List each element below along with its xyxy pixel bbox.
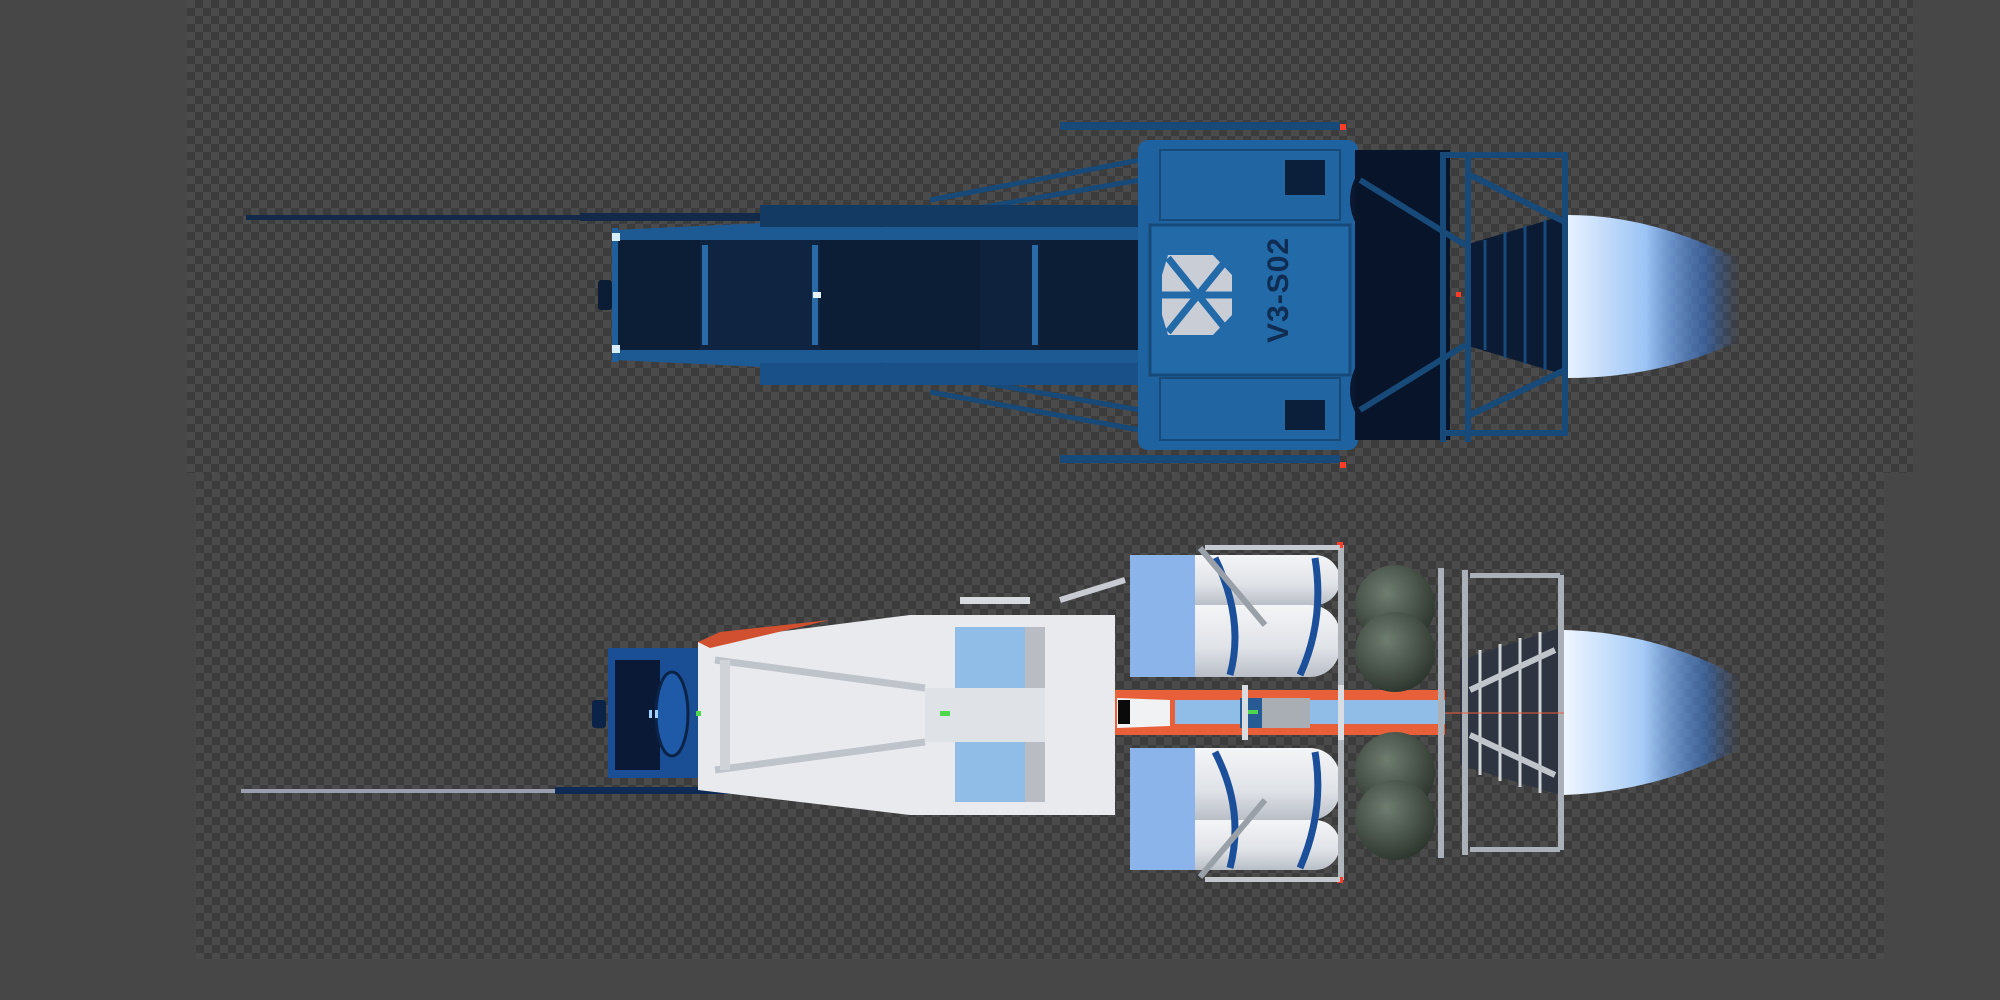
engine-frame (1438, 568, 1580, 858)
engine-exhaust-flame (1564, 630, 1740, 795)
nose-module (592, 648, 698, 778)
forward-hull (696, 577, 1126, 815)
spine-stripe (1115, 685, 1445, 740)
central-module (1060, 122, 1358, 468)
antenna-bottom (241, 787, 755, 794)
antenna-top (246, 213, 780, 221)
hatch-icon (1162, 255, 1232, 335)
forward-hull (598, 157, 1146, 433)
spherical-tanks (1355, 565, 1435, 860)
